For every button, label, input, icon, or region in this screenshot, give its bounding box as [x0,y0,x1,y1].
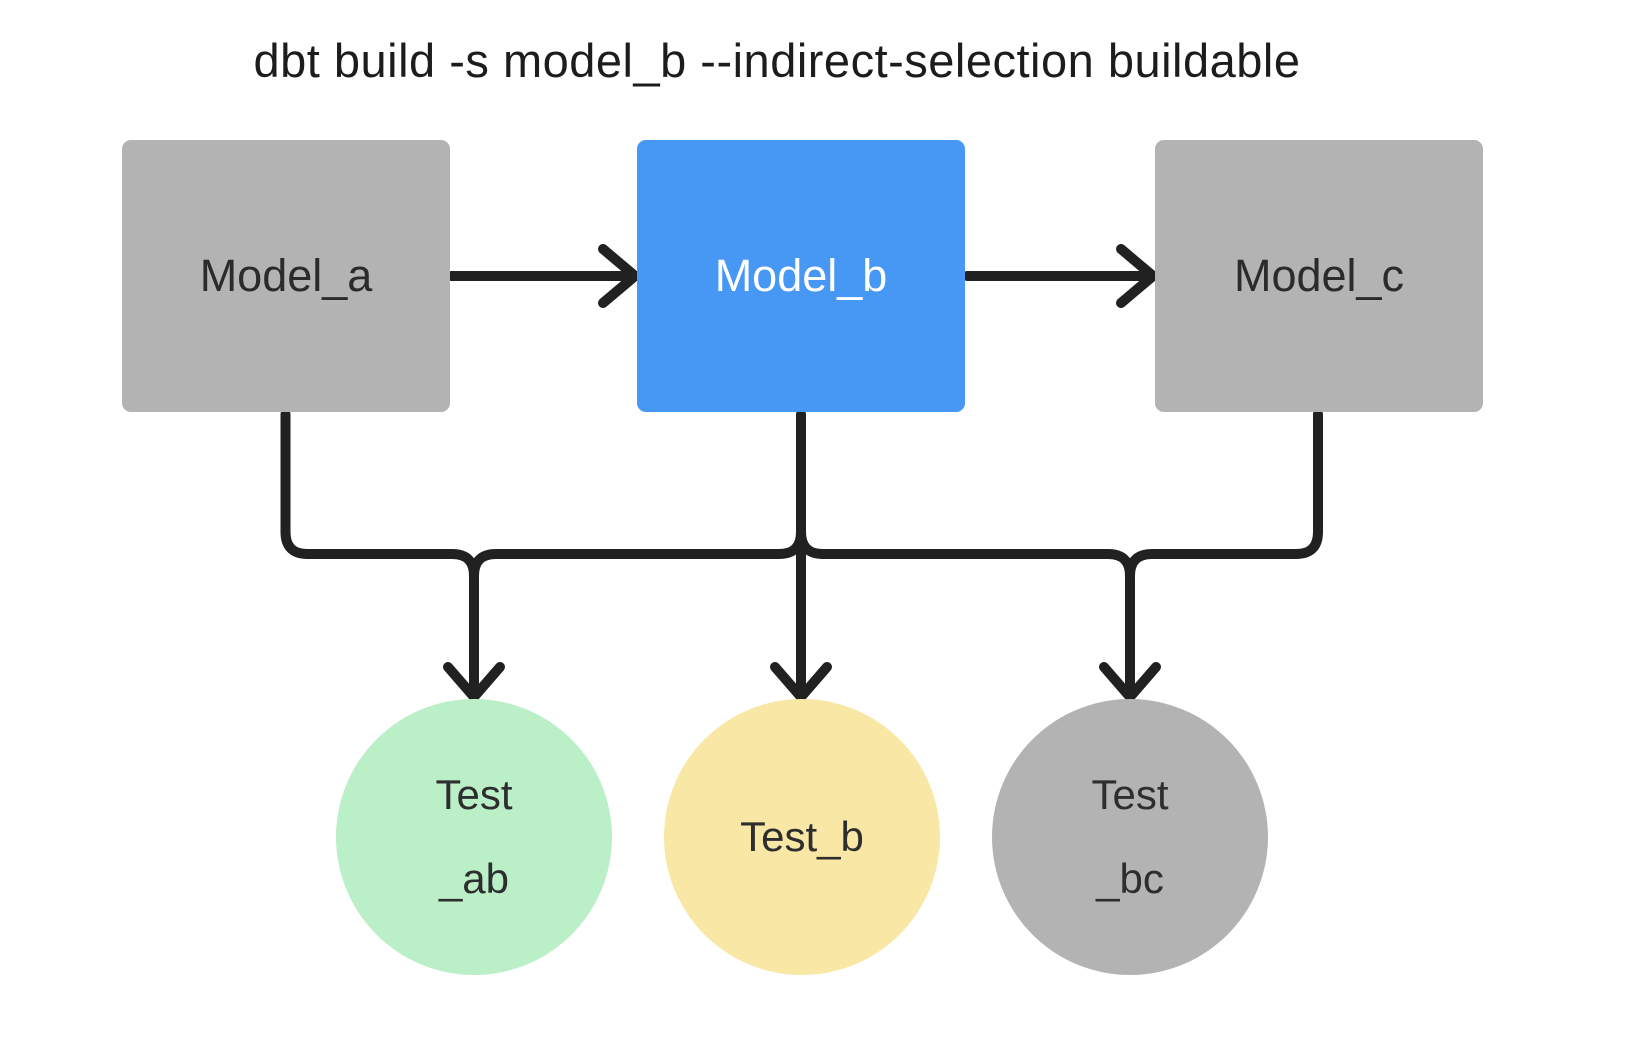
diagram-title: dbt build -s model_b --indirect-selectio… [253,34,1301,87]
node-model-c: Model_c [1155,140,1483,412]
arrowhead-right-icon [1116,244,1158,308]
node-test-bc-label-line2: _bc [1096,855,1164,902]
node-test-ab: Test _ab [336,699,612,975]
node-test-ab-label-line1: Test [435,771,513,818]
arrowhead-down-icon [443,662,505,702]
edge-model-a-to-test-ab [280,409,479,693]
node-test-bc: Test _bc [992,699,1268,975]
node-model-b-label: Model_b [714,250,888,301]
node-test-b-label: Test_b [740,813,864,860]
arrowhead-right-icon [598,244,640,308]
node-model-c-label: Model_c [1233,250,1405,301]
node-model-a: Model_a [122,140,450,412]
node-test-ab-label-line2: _ab [438,855,510,902]
node-model-a-label: Model_a [199,250,373,301]
arrowhead-down-icon [770,662,832,702]
node-model-b: Model_b [637,140,965,412]
node-test-bc-label-line1: Test [1091,771,1169,818]
edge-group [280,244,1323,702]
arrowhead-down-icon [1099,662,1161,702]
edge-bus-left-center [469,527,806,581]
edge-model-c-to-test-bc [1125,409,1323,581]
edge-bus-center-right [796,527,1135,693]
node-test-b: Test_b [664,699,940,975]
